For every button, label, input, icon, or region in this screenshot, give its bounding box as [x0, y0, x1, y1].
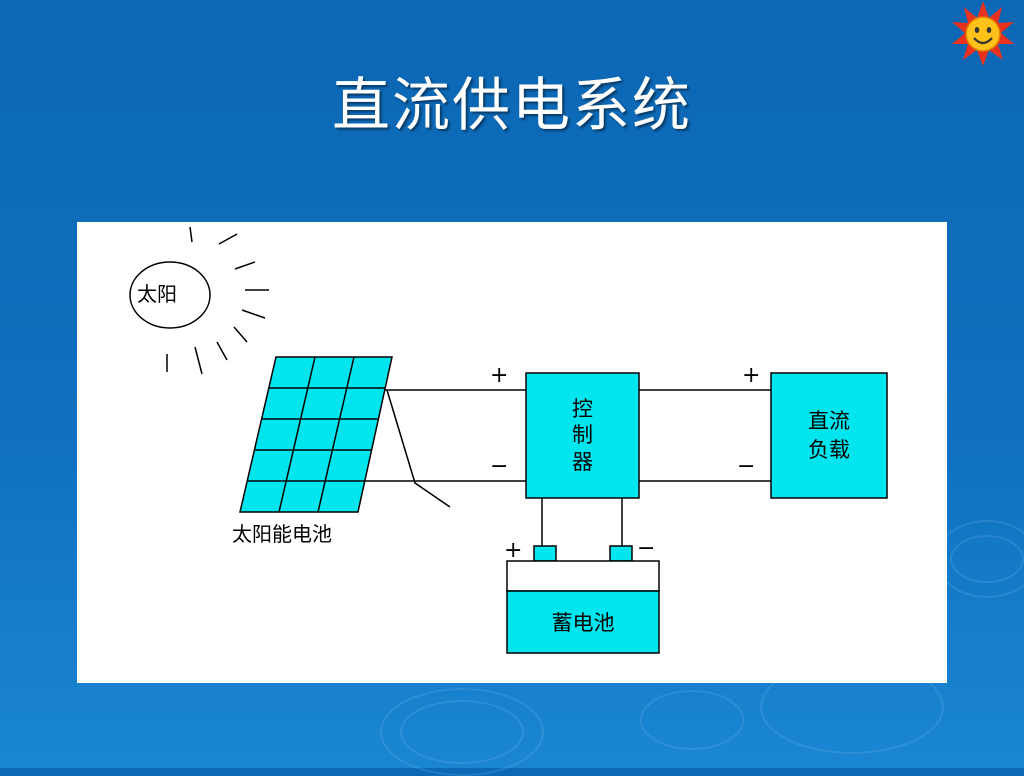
- load-input-minus: −: [737, 454, 756, 479]
- load-input-plus: +: [742, 363, 761, 388]
- controller-label-char: 制: [572, 423, 593, 448]
- controller-label: 控制器: [526, 373, 639, 498]
- battery: [506, 545, 660, 654]
- slide-title: 直流供电系统: [331, 71, 692, 139]
- controller-label-char: 控: [572, 397, 593, 422]
- background-ripple: [640, 690, 744, 750]
- battery-minus: −: [637, 536, 656, 561]
- background-ripple: [935, 520, 1024, 598]
- controller-box: [525, 372, 640, 499]
- dc-load-label: 直流负载: [808, 409, 850, 462]
- battery-plus: +: [504, 538, 523, 563]
- diagram-panel: 太阳 太阳能电池 控制器 直流负载 蓄电池 + − + − + −: [77, 222, 947, 683]
- sun-rays: [166, 226, 269, 375]
- diagram-drawing: [129, 226, 888, 654]
- wiring: [365, 389, 771, 546]
- controller-label-char: 器: [572, 449, 593, 474]
- smiling-sun-icon: [952, 1, 1014, 66]
- controller-input-minus: −: [490, 454, 509, 479]
- solar-panel: [239, 356, 393, 513]
- panel-stand: [386, 389, 451, 508]
- sun-label: 太阳: [137, 282, 177, 306]
- background-ripple: [380, 688, 544, 776]
- sun-circle: [129, 261, 211, 329]
- controller-input-plus: +: [490, 363, 509, 388]
- dc-load-box: [770, 372, 888, 499]
- battery-label: 蓄电池: [551, 611, 615, 635]
- solar-panel-label: 太阳能电池: [232, 522, 332, 546]
